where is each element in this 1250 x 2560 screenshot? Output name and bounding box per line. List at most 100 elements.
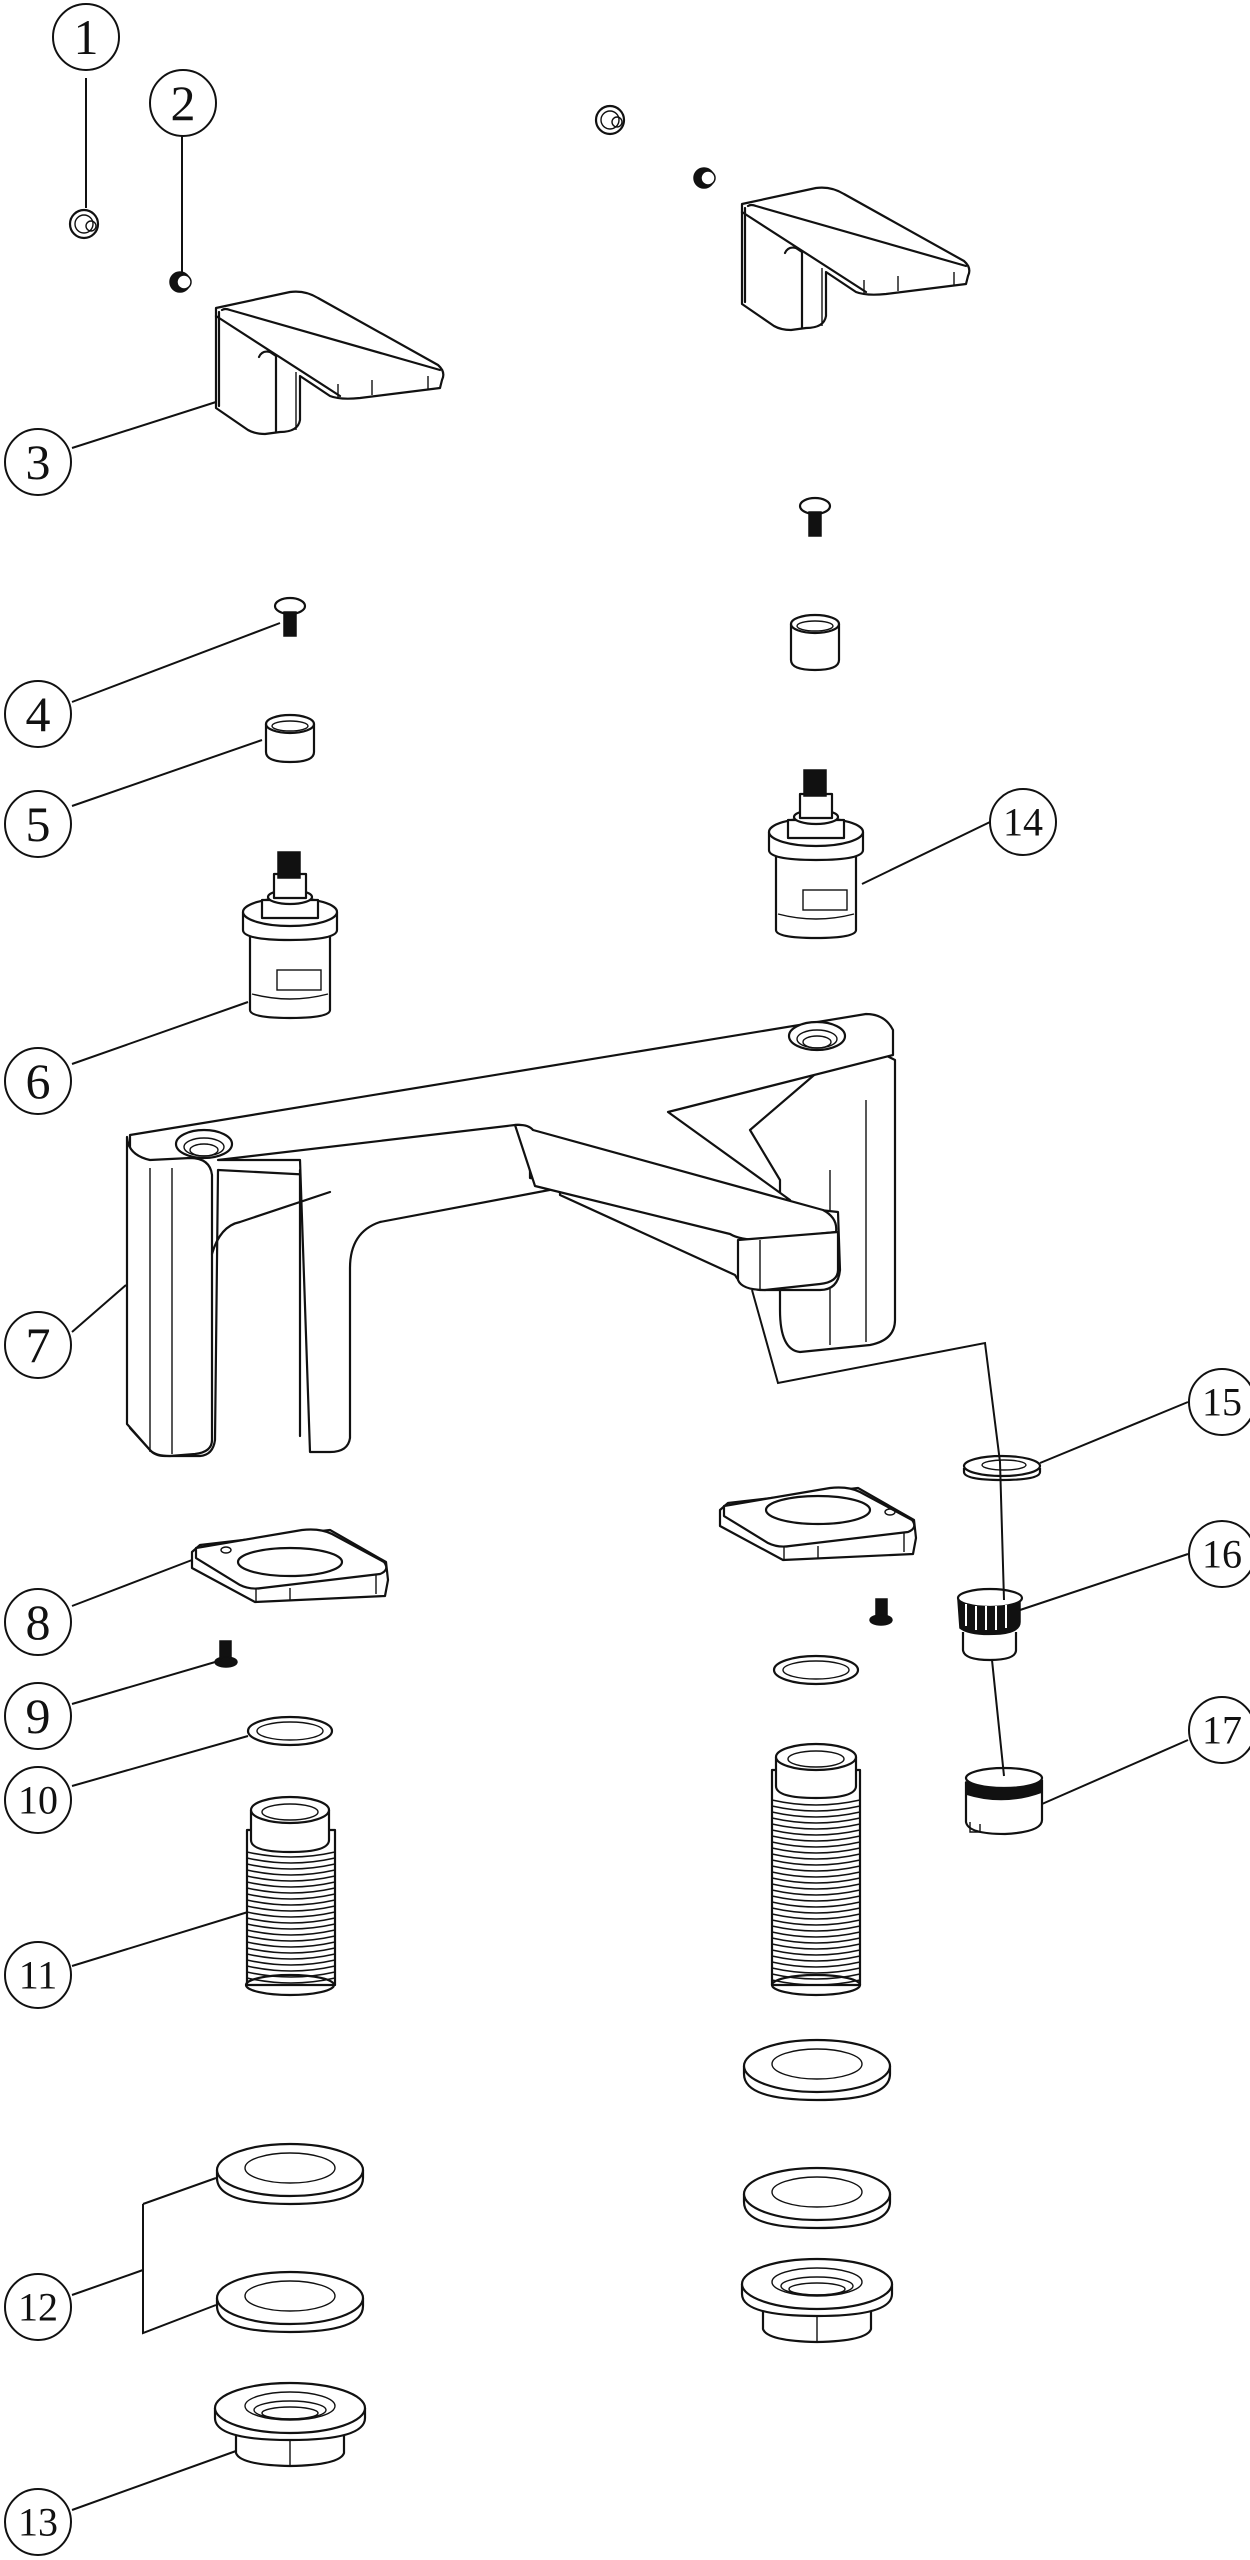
thread-line <box>771 1883 861 1890</box>
base-plate-right <box>718 1486 918 1562</box>
faucet-body <box>125 1012 897 1458</box>
handle-left <box>214 290 445 436</box>
callout-label: 16 <box>1202 1532 1242 1577</box>
thread-line <box>771 1895 861 1902</box>
washers-left <box>215 2142 365 2334</box>
callout-3: 3 <box>4 428 72 496</box>
thread-line <box>771 1853 861 1860</box>
valve-cartridge-right <box>767 769 865 940</box>
thread-line <box>246 1887 336 1894</box>
callout-label: 2 <box>171 75 196 131</box>
base-screw-right <box>869 1598 893 1626</box>
callout-label: 6 <box>26 1053 51 1109</box>
callout-16: 16 <box>1188 1520 1250 1588</box>
adapter-sleeve-left <box>264 713 316 764</box>
thread-line <box>771 1967 861 1974</box>
thread-line <box>246 1935 336 1942</box>
thread-line <box>246 1893 336 1900</box>
thread-line <box>246 1929 336 1936</box>
callout-label: 8 <box>26 1594 51 1650</box>
callout-label: 4 <box>26 686 51 742</box>
callout-9: 9 <box>4 1682 72 1750</box>
set-screw-left <box>169 271 192 293</box>
washer-right-lower <box>742 2166 892 2230</box>
callout-6: 6 <box>4 1047 72 1115</box>
callout-14: 14 <box>989 788 1057 856</box>
thread-line <box>771 1805 861 1812</box>
callout-label: 14 <box>1003 800 1043 845</box>
thread-line <box>771 1907 861 1914</box>
thread-line <box>771 1889 861 1896</box>
callout-label: 17 <box>1202 1708 1242 1753</box>
thread-line <box>246 1923 336 1930</box>
threaded-shank-right <box>770 1742 862 1997</box>
thread-line <box>771 1871 861 1878</box>
thread-line <box>771 1943 861 1950</box>
thread-line <box>771 1955 861 1962</box>
callout-label: 5 <box>26 796 51 852</box>
thread-line <box>246 1959 336 1966</box>
thread-line <box>246 1857 336 1864</box>
handle-screw-right <box>798 496 832 537</box>
thread-line <box>771 1877 861 1884</box>
thread-line <box>771 1901 861 1908</box>
thread-line <box>771 1823 861 1830</box>
set-screw-right <box>693 167 716 189</box>
thread-line <box>771 1835 861 1842</box>
thread-line <box>246 1965 336 1972</box>
washer-left-upper <box>215 2142 365 2206</box>
thread-line <box>771 1841 861 1848</box>
aerator-housing <box>964 1766 1044 1836</box>
callout-13: 13 <box>4 2488 72 2556</box>
callout-17: 17 <box>1188 1696 1250 1764</box>
thread-line <box>771 1949 861 1956</box>
threaded-shank-left <box>244 1795 337 1997</box>
aerator-insert <box>956 1587 1024 1662</box>
callout-label: 7 <box>26 1317 51 1373</box>
callout-label: 1 <box>74 9 99 65</box>
o-ring-right <box>772 1654 860 1686</box>
thread-line <box>771 1817 861 1824</box>
base-screw-left <box>214 1640 238 1668</box>
thread-line <box>771 1919 861 1926</box>
thread-line <box>246 1947 336 1954</box>
adapter-sleeve-right <box>789 613 841 672</box>
washer-left-lower <box>215 2270 365 2334</box>
thread-line <box>246 1863 336 1870</box>
callout-label: 9 <box>26 1688 51 1744</box>
cap-plug-left <box>68 208 100 240</box>
thread-line <box>246 1941 336 1948</box>
callout-label: 13 <box>18 2500 58 2545</box>
thread-line <box>771 1931 861 1938</box>
thread-line <box>771 1811 861 1818</box>
callout-label: 11 <box>19 1953 58 1998</box>
base-plate-left <box>190 1528 390 1604</box>
lock-nut-right <box>740 2257 894 2344</box>
thread-line <box>246 1971 336 1978</box>
callout-4: 4 <box>4 680 72 748</box>
callout-1: 1 <box>52 3 120 71</box>
thread-line <box>771 1979 861 1986</box>
thread-line <box>246 1881 336 1888</box>
thread-line <box>771 1961 861 1968</box>
thread-line <box>771 1925 861 1932</box>
thread-line <box>771 1973 861 1980</box>
leader-lines <box>71 78 1189 2511</box>
handle-right <box>740 186 971 332</box>
valve-cartridge-left <box>241 851 339 1020</box>
thread-line <box>246 1911 336 1918</box>
o-ring-left <box>246 1715 334 1747</box>
lock-nut-left <box>213 2381 367 2468</box>
callout-10: 10 <box>4 1766 72 1834</box>
thread-line <box>246 1953 336 1960</box>
thread-line <box>771 1865 861 1872</box>
aerator-washer <box>962 1454 1042 1482</box>
thread-line <box>771 1913 861 1920</box>
assembly-guide-line <box>751 1289 1005 1777</box>
callout-12: 12 <box>4 2273 72 2341</box>
callout-5: 5 <box>4 790 72 858</box>
thread-line <box>771 1937 861 1944</box>
handle-screw-left <box>273 596 307 637</box>
callout-label: 15 <box>1202 1380 1242 1425</box>
